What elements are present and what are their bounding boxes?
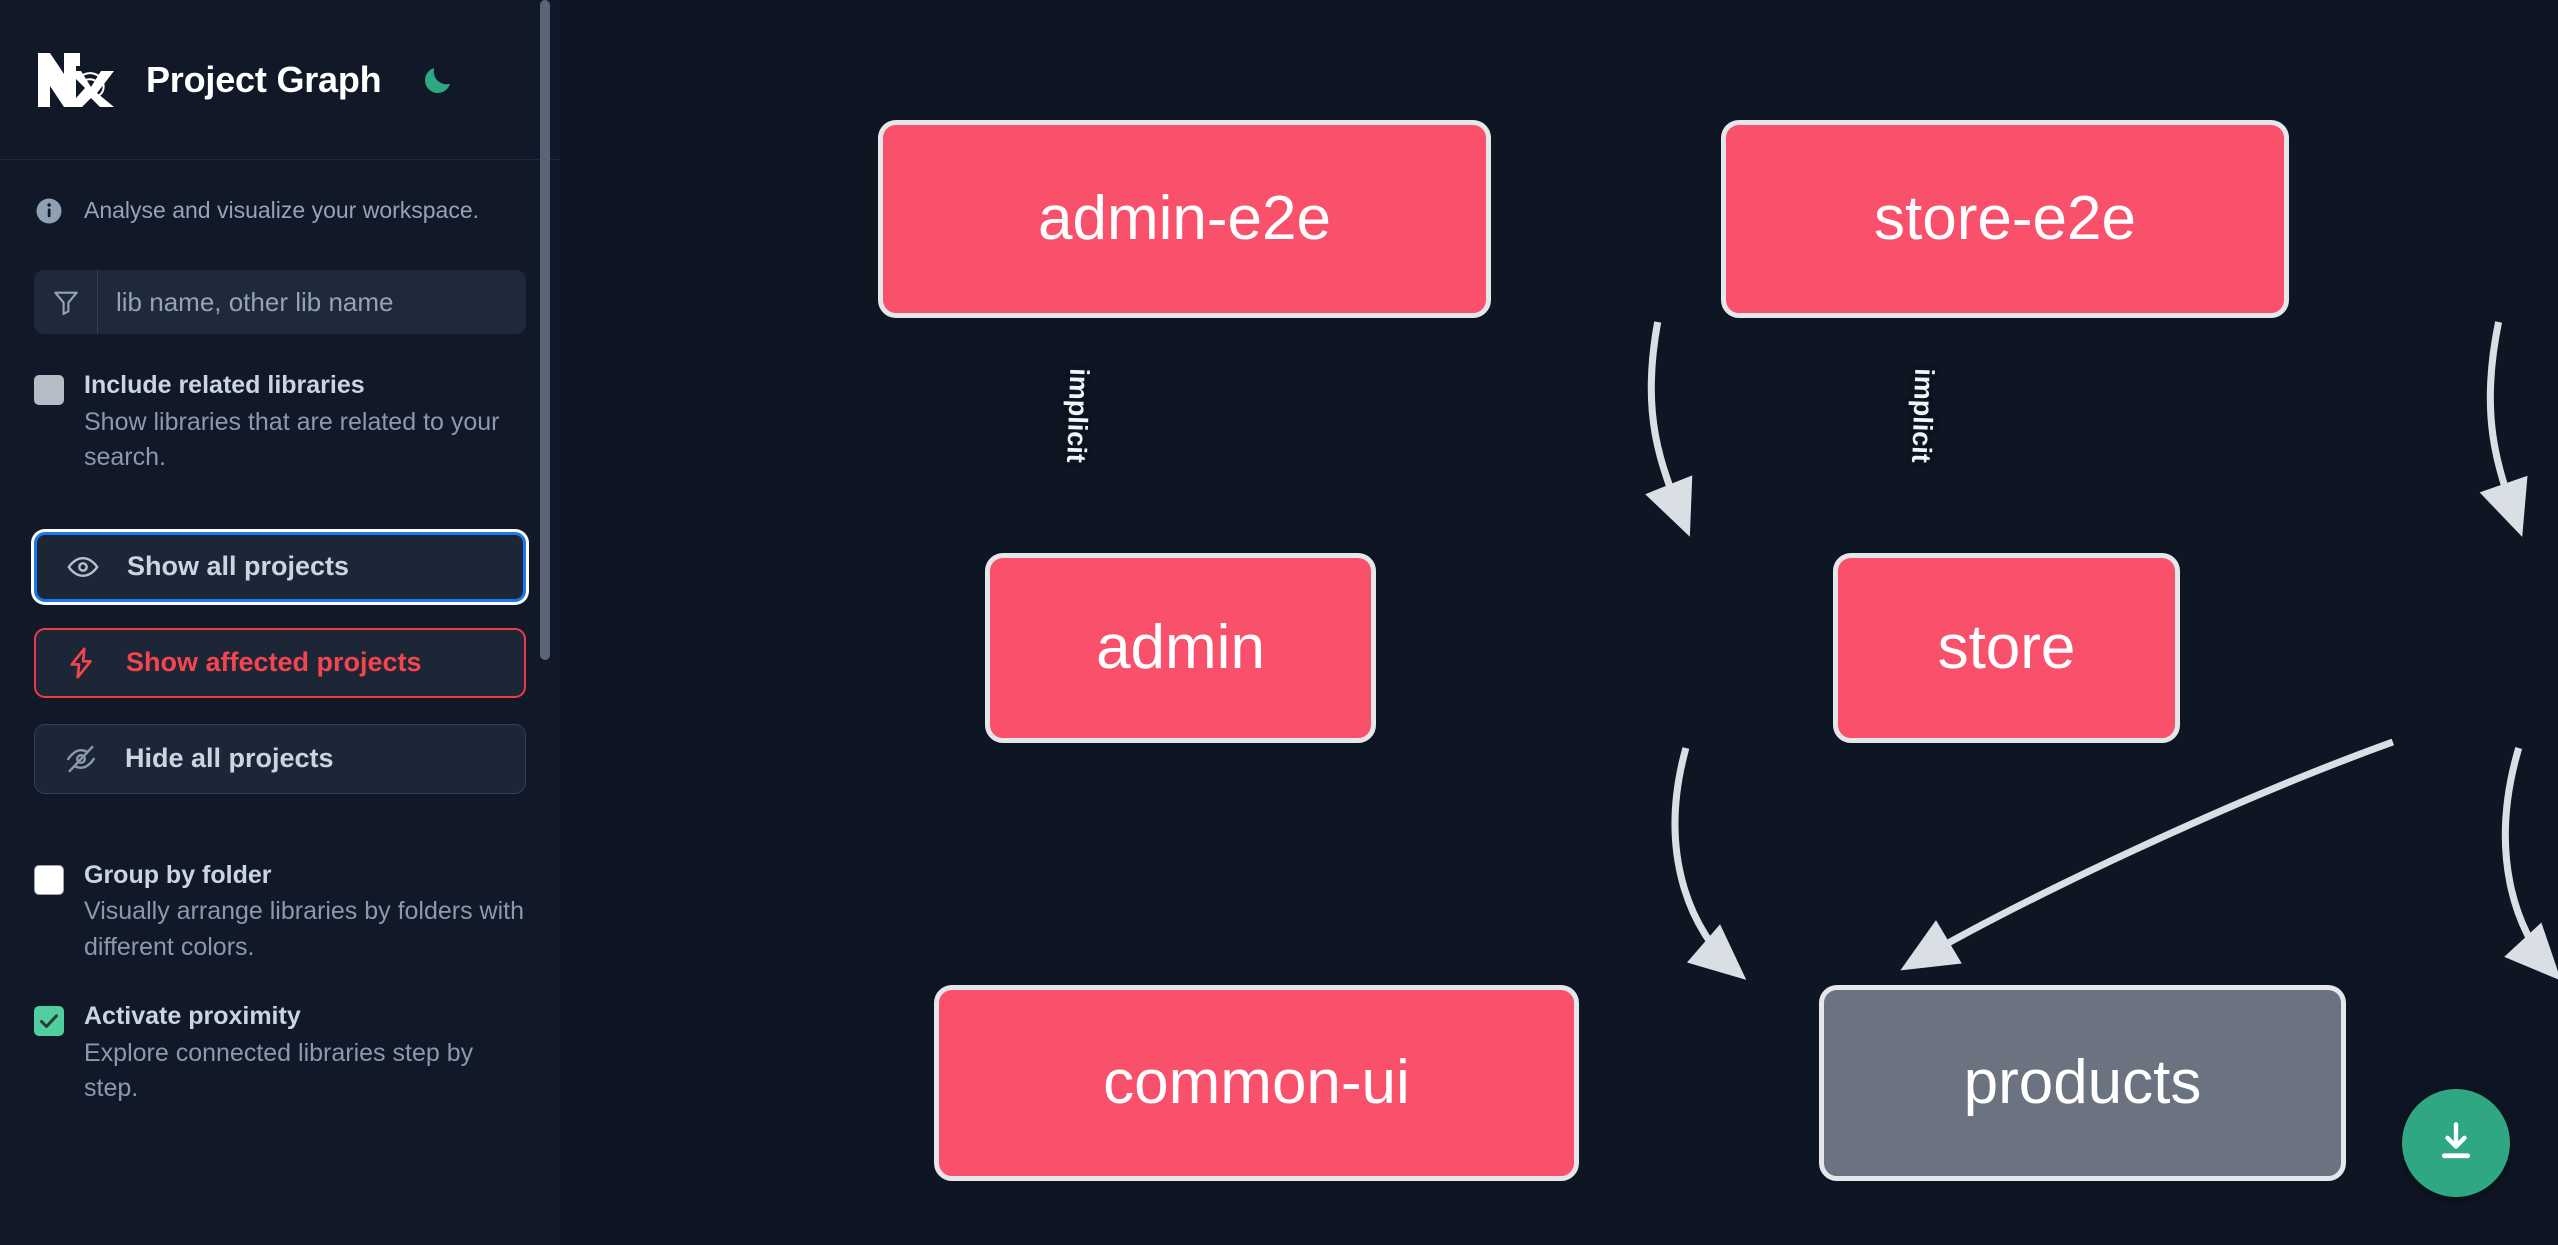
hide-all-projects-button[interactable]: Hide all projects xyxy=(34,723,526,794)
workspace-note-text: Analyse and visualize your workspace. xyxy=(84,197,480,224)
option-description: Visually arrange libraries by folders wi… xyxy=(84,897,525,961)
option-label: Activate proximity xyxy=(84,1002,301,1030)
checkbox-group-by-folder[interactable] xyxy=(34,864,64,895)
sidebar: Project Graph Analyse and visualize your… xyxy=(0,0,560,1245)
option-label: Include related libraries xyxy=(84,371,365,399)
download-graph-button[interactable] xyxy=(2402,1089,2510,1197)
search-field[interactable] xyxy=(34,270,526,334)
search-input[interactable] xyxy=(98,270,526,334)
sidebar-scrollbar-thumb[interactable] xyxy=(540,0,550,660)
workspace-note: Analyse and visualize your workspace. xyxy=(0,160,560,226)
info-icon xyxy=(34,196,64,226)
option-activate-proximity[interactable]: Activate proximity Explore connected lib… xyxy=(34,1001,526,1107)
graph-edges xyxy=(1645,321,2558,981)
graph-node-label: common-ui xyxy=(1103,1048,1410,1117)
sidebar-scrollbar[interactable] xyxy=(540,0,550,1245)
option-label: Group by folder xyxy=(84,860,272,889)
moon-icon[interactable] xyxy=(415,57,461,103)
checkbox-include-related-libraries[interactable] xyxy=(34,375,64,405)
page-title: Project Graph xyxy=(146,58,382,100)
show-all-projects-button[interactable]: Show all projects xyxy=(34,531,526,602)
option-description: Explore connected libraries step by step… xyxy=(84,1038,474,1103)
eye-icon xyxy=(65,549,101,585)
option-group-by-folder[interactable]: Group by folder Visually arrange librari… xyxy=(34,860,526,966)
graph-node-label: store xyxy=(1937,613,2076,682)
graph-node-admin-e2e[interactable]: admin-e2e xyxy=(878,120,1491,318)
graph-node-label: admin xyxy=(1096,613,1265,682)
show-affected-projects-button[interactable]: Show affected projects xyxy=(34,627,526,698)
option-description: Show libraries that are related to your … xyxy=(84,407,500,472)
graph-node-store[interactable]: store xyxy=(1833,553,2180,743)
show-affected-projects-label: Show affected projects xyxy=(126,647,422,677)
lightning-bolt-icon xyxy=(64,645,100,681)
graph-node-label: products xyxy=(1963,1048,2202,1117)
sidebar-header: Project Graph xyxy=(0,0,560,160)
graph-node-label: admin-e2e xyxy=(1038,184,1331,253)
graph-node-store-e2e[interactable]: store-e2e xyxy=(1721,120,2289,318)
checkbox-activate-proximity[interactable] xyxy=(34,1006,64,1036)
option-include-related-libraries[interactable]: Include related libraries Show libraries… xyxy=(34,370,526,476)
sidebar-body: Include related libraries Show libraries… xyxy=(0,270,560,1107)
graph-node-products[interactable]: products xyxy=(1819,985,2346,1181)
nx-logo-icon xyxy=(34,49,118,111)
download-icon xyxy=(2431,1117,2481,1170)
graph-node-common-ui[interactable]: common-ui xyxy=(934,985,1579,1181)
show-all-projects-label: Show all projects xyxy=(127,551,350,581)
graph-canvas[interactable]: admin-e2e store-e2e admin store common-u… xyxy=(560,0,2558,1245)
graph-node-label: store-e2e xyxy=(1874,184,2136,253)
graph-node-admin[interactable]: admin xyxy=(985,553,1376,743)
hide-all-projects-label: Hide all projects xyxy=(125,743,334,773)
eye-off-icon xyxy=(63,741,99,777)
filter-funnel-icon xyxy=(34,270,98,334)
